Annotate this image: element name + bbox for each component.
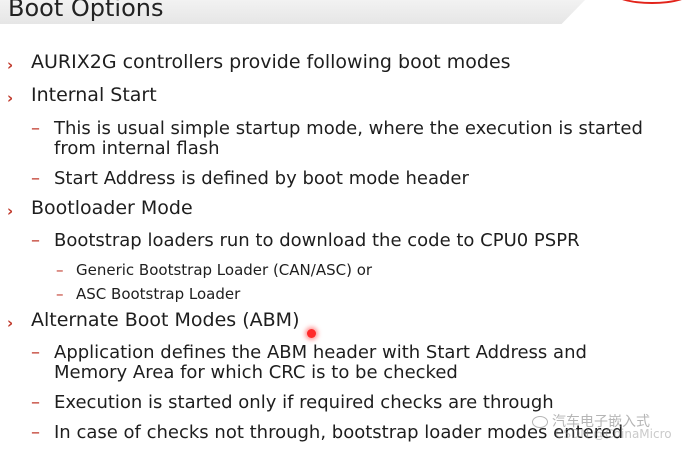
bullet-item: Execution is started only if required ch… <box>54 392 554 413</box>
bullet-item: In case of checks not through, bootstrap… <box>54 422 624 443</box>
watermark-csdn: CSDN @ChinaMicro <box>555 427 672 441</box>
logo-arc <box>612 0 692 4</box>
bullet-marker-l1: › <box>7 89 14 107</box>
bullet-item: AURIX2G controllers provide following bo… <box>31 51 511 73</box>
bullet-item: ASC Bootstrap Loader <box>76 285 241 303</box>
bullet-item: Bootloader Mode <box>31 197 193 219</box>
title-bar <box>0 0 585 24</box>
bullet-marker-l2: – <box>31 230 40 251</box>
bullet-item: Internal Start <box>31 84 157 106</box>
laser-pointer-dot <box>307 329 316 338</box>
bullet-marker-l1: › <box>7 202 14 220</box>
wechat-icon <box>532 416 548 428</box>
bullet-item: This is usual simple startup mode, where… <box>54 118 643 139</box>
bullet-marker-l2: – <box>31 342 40 363</box>
bullet-marker-l3: – <box>56 285 64 303</box>
bullet-item: Alternate Boot Modes (ABM) <box>31 309 300 331</box>
bullet-item: Application defines the ABM header with … <box>54 342 587 363</box>
slide-title: Boot Options <box>8 0 164 22</box>
watermark-text: 汽车电子嵌入式 <box>552 414 650 430</box>
bullet-item: Generic Bootstrap Loader (CAN/ASC) or <box>76 261 373 279</box>
bullet-item: Bootstrap loaders run to download the co… <box>54 230 580 251</box>
bullet-item: Start Address is defined by boot mode he… <box>54 168 469 189</box>
bullet-item-continuation: Memory Area for which CRC is to be check… <box>54 362 458 383</box>
watermark: 汽车电子嵌入式 <box>532 411 650 431</box>
bullet-item-continuation: from internal flash <box>54 138 220 159</box>
bullet-marker-l2: – <box>31 422 40 443</box>
bullet-marker-l1: › <box>7 56 14 74</box>
bullet-marker-l2: – <box>31 118 40 139</box>
bullet-marker-l3: – <box>56 261 64 279</box>
bullet-marker-l2: – <box>31 168 40 189</box>
bullet-marker-l2: – <box>31 392 40 413</box>
bullet-marker-l1: › <box>7 314 14 332</box>
